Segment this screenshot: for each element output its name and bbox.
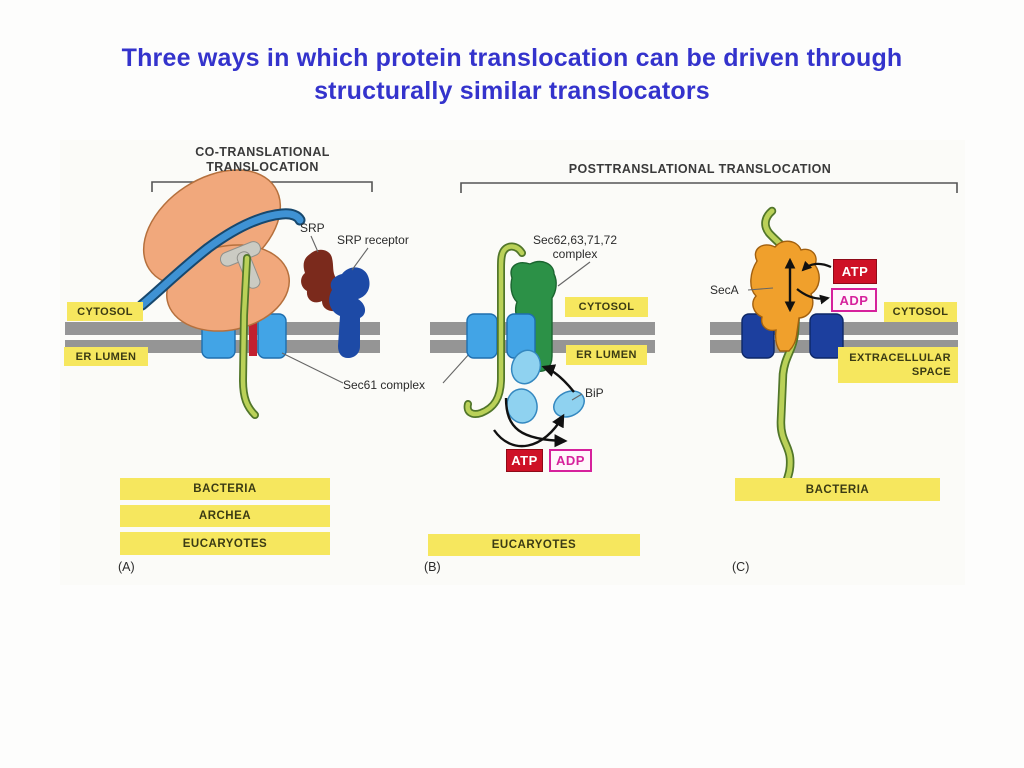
adp-badge-b: ADP bbox=[549, 449, 592, 472]
atp-adp-arrows-c bbox=[796, 260, 832, 305]
co-translational-header-line1: CO-TRANSLATIONAL bbox=[195, 145, 330, 159]
panel-a-leader-lines bbox=[281, 235, 471, 384]
slide-title-line1: Three ways in which protein translocatio… bbox=[121, 44, 903, 72]
srp-receptor-label: SRP receptor bbox=[337, 233, 409, 247]
sec61-complex-label: Sec61 complex bbox=[343, 378, 426, 392]
sec62-complex-label-line1: Sec62,63,71,72 bbox=[532, 233, 618, 247]
er-lumen-label-a: ER LUMEN bbox=[64, 347, 148, 366]
bip-label: BiP bbox=[585, 386, 604, 400]
panel-letter-b: (B) bbox=[424, 560, 441, 574]
atp-badge-b: ATP bbox=[506, 449, 543, 472]
panel-letter-c: (C) bbox=[732, 560, 750, 574]
bip-cycle-arrows bbox=[493, 364, 575, 448]
adp-badge-c: ADP bbox=[831, 288, 877, 312]
seca-label: SecA bbox=[710, 283, 739, 297]
nascent-chain-b bbox=[463, 242, 526, 418]
mrna-ribbon bbox=[136, 208, 306, 311]
cytosol-label-c: CYTOSOL bbox=[884, 302, 957, 322]
translocation-figure: CO-TRANSLATIONAL TRANSLOCATION POSTTRANS… bbox=[60, 140, 965, 585]
atp-badge-c: ATP bbox=[833, 259, 877, 284]
srp-receptor-shape bbox=[329, 267, 370, 358]
sec62-complex-label-line2: complex bbox=[552, 247, 598, 261]
extracellular-space-label-line2: SPACE bbox=[911, 366, 951, 378]
slide-title: Three ways in which protein translocatio… bbox=[0, 42, 1024, 108]
slide-title-line2: structurally similar translocators bbox=[314, 77, 710, 105]
figure-artwork bbox=[65, 169, 958, 488]
srp-label: SRP bbox=[300, 221, 325, 235]
co-translational-header-line2: TRANSLOCATION bbox=[206, 160, 319, 174]
nascent-chain-a bbox=[238, 254, 259, 419]
organism-bar-eucaryotes-a: EUCARYOTES bbox=[120, 532, 330, 555]
co-translational-header: CO-TRANSLATIONAL TRANSLOCATION bbox=[155, 145, 370, 175]
extracellular-space-label: EXTRACELLULAR SPACE bbox=[838, 347, 958, 383]
posttranslational-bracket bbox=[460, 182, 958, 193]
er-lumen-label-b: ER LUMEN bbox=[566, 345, 647, 365]
organism-bar-eucaryotes-b: EUCARYOTES bbox=[428, 534, 640, 556]
sec62-complex-label: Sec62,63,71,72 complex bbox=[515, 233, 635, 261]
extracellular-space-label-line1: EXTRACELLULAR bbox=[849, 352, 951, 364]
seca-leader-line bbox=[747, 287, 774, 291]
organism-bar-archea-a: ARCHEA bbox=[120, 505, 330, 527]
organism-bar-bacteria-c: BACTERIA bbox=[735, 478, 940, 501]
cytosol-label-a: CYTOSOL bbox=[67, 302, 143, 321]
panel-b-leader-lines bbox=[557, 261, 591, 401]
organism-bar-bacteria-a: BACTERIA bbox=[120, 478, 330, 500]
cytosol-label-b: CYTOSOL bbox=[565, 297, 648, 317]
posttranslational-header: POSTTRANSLATIONAL TRANSLOCATION bbox=[568, 162, 832, 176]
panel-letter-a: (A) bbox=[118, 560, 135, 574]
